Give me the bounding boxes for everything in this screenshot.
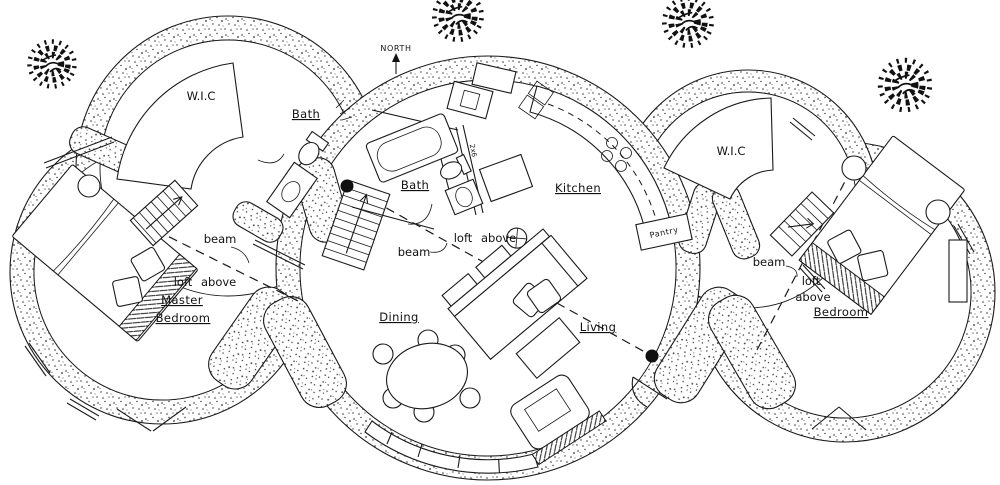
stairs-right — [769, 191, 835, 257]
room-label-kitchen: Kitchen — [555, 181, 601, 195]
room-label-wic-left: W.I.C — [187, 89, 216, 103]
fireplace — [510, 374, 607, 466]
bathtub — [365, 113, 459, 183]
bath-left-fixtures — [266, 99, 353, 219]
beam-line-right — [756, 167, 853, 351]
ottoman — [526, 278, 562, 314]
room-label-living: Living — [580, 320, 617, 334]
kitchen-island — [478, 153, 534, 203]
dining-set — [372, 329, 481, 423]
stove-burners — [601, 137, 632, 172]
tree-icon — [655, 0, 722, 55]
stairs-junction — [321, 179, 391, 271]
toilet — [440, 153, 472, 180]
sink-vanity — [266, 161, 318, 219]
room-label-bath-center: Bath — [401, 178, 429, 192]
master-bed — [12, 164, 198, 342]
room-label-bedroom-right: Bedroom — [814, 305, 869, 319]
window-band — [364, 420, 539, 474]
loft-beams — [74, 167, 853, 357]
nightstand — [77, 174, 101, 198]
beam-label-right: beam — [753, 255, 786, 269]
stud-size-label: 2x6 — [468, 143, 479, 158]
beam-label-center: beam — [398, 245, 431, 259]
bath-center-door — [407, 203, 433, 225]
nightstand — [925, 199, 951, 225]
living-entry-door — [631, 376, 668, 408]
toilet — [298, 130, 330, 166]
tree-icon — [20, 32, 83, 95]
kitchen-counters: Pantry — [446, 80, 693, 251]
corner-counter — [446, 80, 494, 120]
windows-and-doors — [24, 62, 975, 474]
pantry-niche: Pantry — [635, 213, 693, 251]
room-label-dining: Dining — [379, 310, 419, 324]
dresser — [948, 239, 968, 303]
post-column — [340, 179, 354, 193]
wic-right-closet — [663, 97, 774, 200]
living-furniture — [441, 227, 607, 466]
coffee-table — [515, 316, 581, 380]
beam-label-left: beam — [204, 232, 237, 246]
dining-table — [385, 342, 469, 410]
bath-left-door — [257, 153, 285, 164]
loft-label-left: loft above — [174, 275, 237, 289]
sink-vanity — [444, 178, 484, 216]
beam-line-center — [346, 185, 653, 357]
stairs-master — [129, 179, 199, 247]
beam-line-left — [74, 189, 303, 304]
loft-label-right-line1: loft — [802, 274, 821, 288]
tree-icon — [870, 50, 940, 120]
room-label-bath-left: Bath — [292, 107, 320, 121]
tree-icon — [425, 0, 492, 49]
nightstand — [841, 155, 867, 181]
wic-left-closet — [116, 62, 244, 190]
room-labels: W.I.C Bath Master Bedroom Bath Kitchen W… — [156, 89, 869, 334]
room-label-master-line2: Bedroom — [156, 311, 211, 325]
bedroom-entry-door — [811, 406, 867, 431]
annotation-labels: beam loft above beam loft above beam lof… — [174, 143, 831, 304]
room-label-wic-right: W.I.C — [717, 144, 746, 158]
loft-label-center: loft above — [454, 231, 517, 245]
top-window — [471, 62, 517, 94]
closet-fans — [116, 62, 774, 200]
north-label: NORTH — [380, 44, 411, 53]
room-label-master-line1: Master — [161, 293, 203, 307]
bedroom-right-bed — [798, 135, 965, 316]
loft-label-right-line2: above — [795, 290, 830, 304]
post-column — [645, 349, 659, 363]
north-arrow: NORTH — [380, 44, 411, 74]
shower-marks — [335, 99, 353, 121]
bath-center — [351, 109, 484, 230]
kitchen-sink — [518, 80, 554, 120]
master-entry-door — [116, 406, 187, 432]
